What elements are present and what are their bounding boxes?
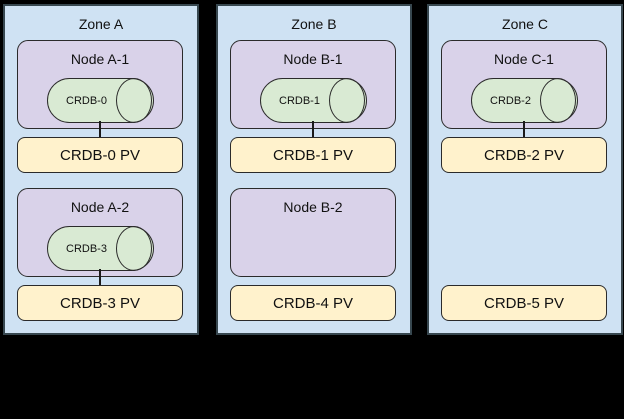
crdb-pod-cylinder: CRDB-1	[260, 78, 367, 123]
connector-line	[312, 121, 314, 137]
zone-label: Zone C	[502, 16, 548, 32]
crdb-pod-cylinder: CRDB-3	[47, 226, 154, 271]
cylinder-cap-icon	[329, 78, 365, 123]
crdb-pod-cylinder: CRDB-0	[47, 78, 154, 123]
pod-label: CRDB-2	[490, 94, 531, 107]
crdb-pod-cylinder: CRDB-2	[471, 78, 578, 123]
zone-panel-a: Zone A Node A-1 CRDB-0 CRDB-0 PV Node A-…	[3, 4, 199, 335]
zone-label: Zone B	[291, 16, 337, 32]
zone-panel-c: Zone C Node C-1 CRDB-2 CRDB-2 PV CRDB-5 …	[427, 4, 623, 335]
node-label: Node C-1	[494, 51, 554, 67]
zone-label: Zone A	[78, 16, 124, 32]
node-box-a1: Node A-1 CRDB-0	[17, 40, 183, 129]
pv-box: CRDB-5 PV	[441, 285, 607, 321]
node-box-c1: Node C-1 CRDB-2	[441, 40, 607, 129]
pv-box: CRDB-2 PV	[441, 137, 607, 173]
zone-panel-b: Zone B Node B-1 CRDB-1 CRDB-1 PV Node B-…	[216, 4, 412, 335]
cylinder-cap-icon	[116, 226, 152, 271]
pod-label: CRDB-0	[66, 94, 107, 107]
node-label: Node A-1	[70, 51, 130, 67]
cylinder-cap-icon	[540, 78, 576, 123]
cylinder-cap-icon	[116, 78, 152, 123]
pod-label: CRDB-3	[66, 242, 107, 255]
node-label: Node B-1	[283, 51, 343, 67]
connector-line	[99, 269, 101, 285]
connector-line	[99, 121, 101, 137]
pv-box: CRDB-1 PV	[230, 137, 396, 173]
pv-box: CRDB-3 PV	[17, 285, 183, 321]
pv-box: CRDB-4 PV	[230, 285, 396, 321]
node-box-b2: Node B-2	[230, 188, 396, 277]
node-label: Node A-2	[70, 199, 130, 215]
node-box-a2: Node A-2 CRDB-3	[17, 188, 183, 277]
connector-line	[523, 121, 525, 137]
node-box-b1: Node B-1 CRDB-1	[230, 40, 396, 129]
pv-box: CRDB-0 PV	[17, 137, 183, 173]
node-label: Node B-2	[283, 199, 343, 215]
pod-label: CRDB-1	[279, 94, 320, 107]
